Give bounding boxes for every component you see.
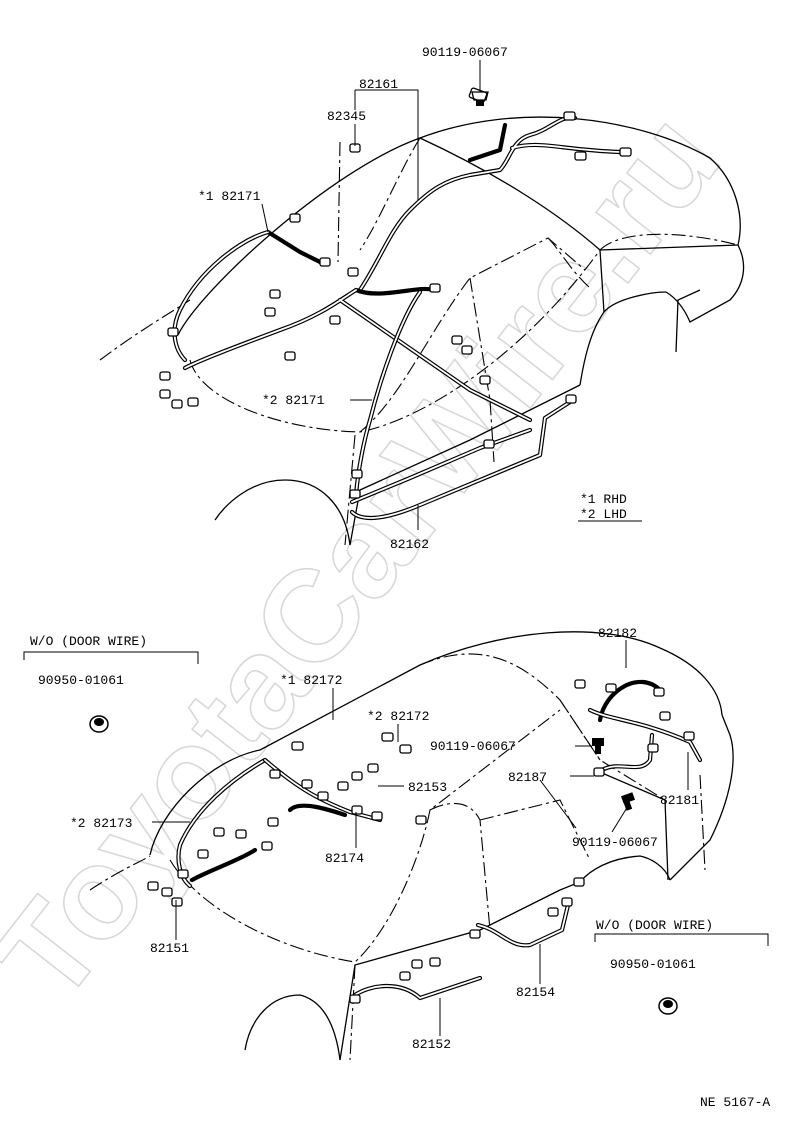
label-82161: 82161 bbox=[359, 77, 398, 92]
lower-connectors bbox=[147, 679, 695, 1004]
harness-82187 bbox=[599, 732, 655, 773]
harness-82182 bbox=[587, 679, 703, 763]
harness-82171 bbox=[172, 229, 533, 423]
label-82345: 82345 bbox=[327, 109, 366, 124]
bolt-icon-top bbox=[471, 91, 489, 106]
harness-82161 bbox=[357, 115, 623, 293]
legend-lhd: *2 LHD bbox=[580, 507, 627, 522]
label-90119-06067-b: 90119-06067 bbox=[572, 835, 658, 850]
label-82171-lhd: *2 82171 bbox=[262, 393, 325, 408]
figure-id: NE 5167-A bbox=[700, 1095, 770, 1110]
label-82182: 82182 bbox=[598, 626, 637, 641]
label-wo-door-wire-left: W/O (DOOR WIRE) bbox=[30, 634, 147, 649]
label-82172-rhd: *1 82172 bbox=[280, 673, 342, 688]
bolt-icon-lower-b bbox=[620, 792, 636, 811]
lower-leader-lines bbox=[23, 640, 769, 1036]
harness-82152 bbox=[352, 975, 483, 1001]
grommet-icon-left bbox=[89, 715, 109, 733]
label-90119-06067-top: 90119-06067 bbox=[422, 45, 508, 60]
label-82162: 82162 bbox=[390, 537, 429, 552]
label-82154: 82154 bbox=[516, 985, 555, 1000]
grommet-icon-right bbox=[658, 997, 678, 1015]
label-82171-rhd: *1 82171 bbox=[198, 189, 261, 204]
legend-rhd: *1 RHD bbox=[580, 492, 627, 507]
label-82172-lhd: *2 82172 bbox=[367, 709, 429, 724]
label-90950-01061-right: 90950-01061 bbox=[610, 957, 696, 972]
lower-car-body bbox=[89, 631, 734, 1061]
upper-labels: 90119-06067 82161 82345 *1 82171 *2 8217… bbox=[198, 45, 627, 552]
label-82174: 82174 bbox=[325, 851, 364, 866]
label-82173-lhd: *2 82173 bbox=[70, 816, 132, 831]
upper-wire-harnesses bbox=[172, 115, 623, 521]
harness-82154 bbox=[475, 902, 571, 948]
label-90950-01061-left: 90950-01061 bbox=[38, 673, 124, 688]
label-82151: 82151 bbox=[150, 941, 189, 956]
harness-82162 bbox=[349, 399, 573, 521]
label-82187: 82187 bbox=[508, 770, 547, 785]
label-82181: 82181 bbox=[660, 793, 699, 808]
label-82152: 82152 bbox=[412, 1037, 451, 1052]
harness-82171-lhd bbox=[353, 289, 423, 498]
upper-leader-lines bbox=[261, 60, 642, 530]
label-wo-door-wire-right: W/O (DOOR WIRE) bbox=[596, 918, 713, 933]
label-90119-06067-a: 90119-06067 bbox=[430, 739, 516, 754]
bolt-icon-lower-a bbox=[592, 738, 604, 754]
lower-labels: W/O (DOOR WIRE) 90950-01061 W/O (DOOR WI… bbox=[30, 626, 713, 1052]
label-82153: 82153 bbox=[408, 780, 447, 795]
upper-connectors bbox=[159, 87, 632, 499]
